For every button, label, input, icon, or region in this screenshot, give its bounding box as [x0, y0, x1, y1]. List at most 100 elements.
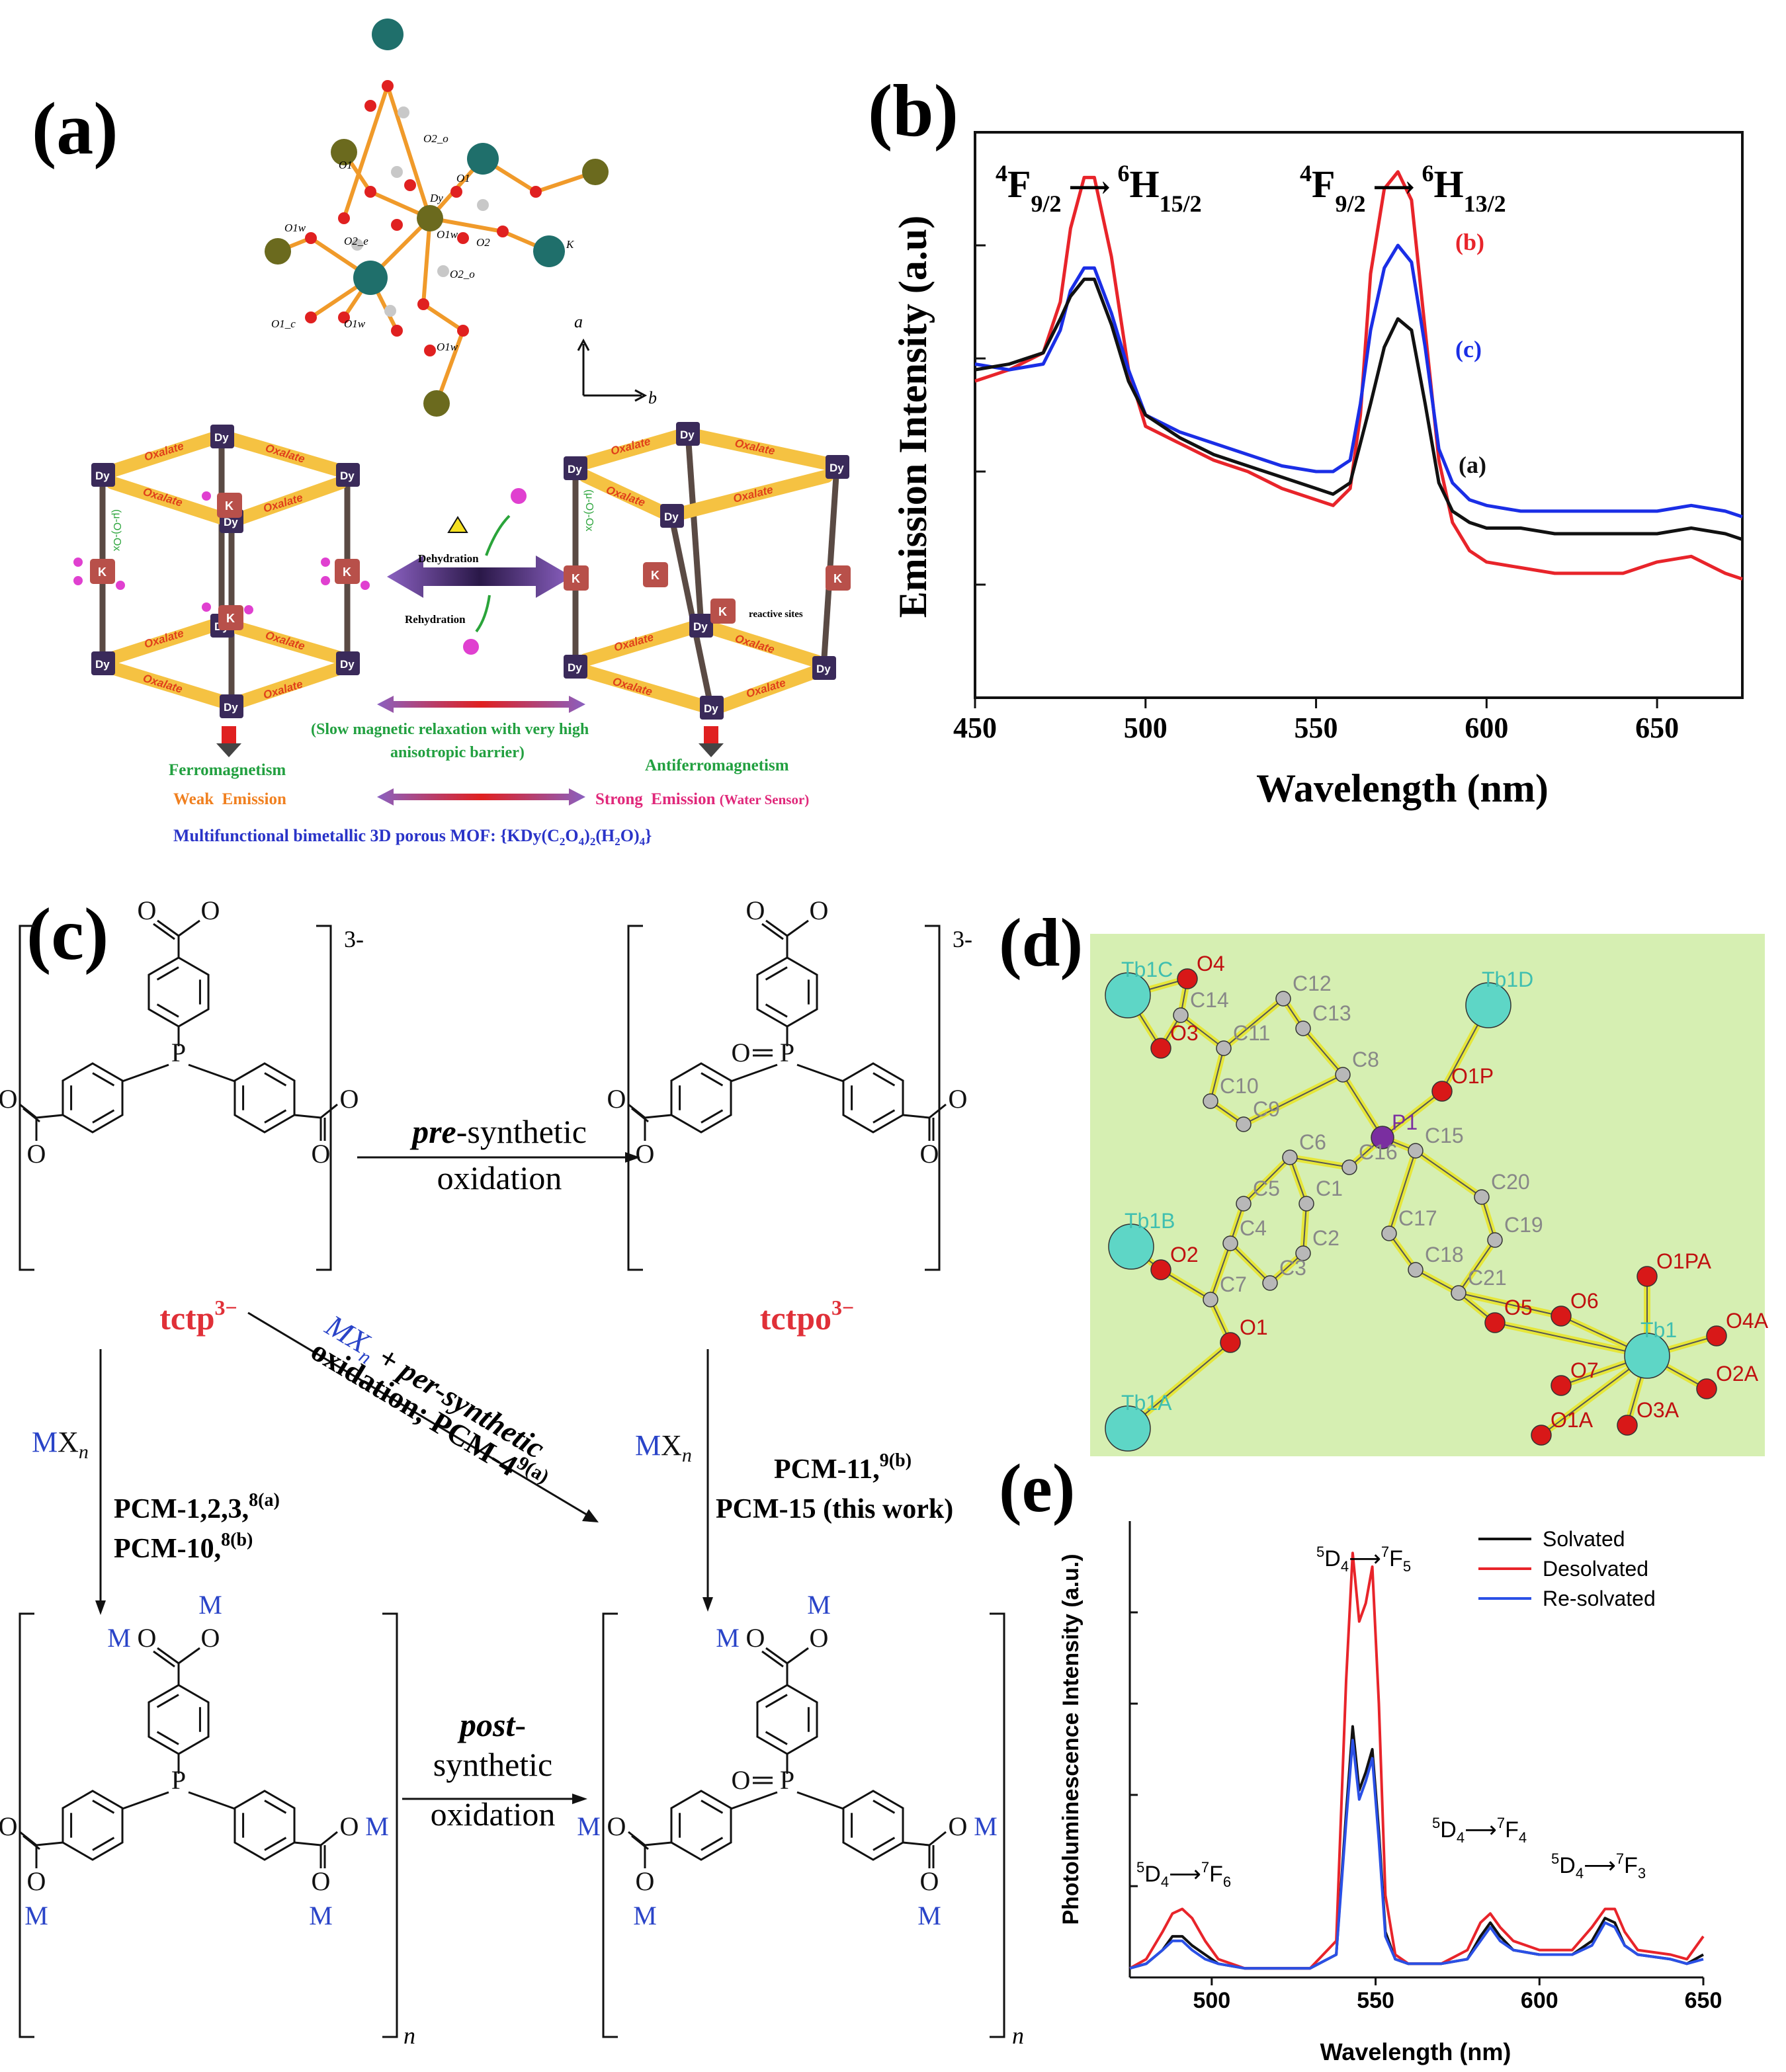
panel-e-label: (e): [999, 1450, 1075, 1526]
svg-text:Oxalate: Oxalate: [262, 491, 304, 515]
legend-e: Solvated Desolvated Re-solvated: [1478, 1527, 1656, 1610]
atom-label: P1: [1392, 1110, 1418, 1134]
atom-label: C1: [1316, 1177, 1343, 1200]
dehydration-label: Dehydration: [418, 552, 479, 565]
x-tick-label: 600: [1521, 1988, 1558, 2013]
mxn-right: MXn: [635, 1429, 692, 1466]
svg-text:O2_o: O2_o: [423, 132, 448, 145]
atom-p1: [1371, 1126, 1394, 1149]
charge-left: 3-: [344, 926, 364, 952]
atom-label: C9: [1253, 1097, 1280, 1121]
axis-a-label: a: [574, 312, 583, 331]
atom-label: C13: [1312, 1001, 1351, 1025]
reactive-sites-label: reactive sites: [749, 609, 803, 620]
mu-oxo-label-right: (μ-O)-Ox: [583, 489, 595, 531]
svg-text:Dy: Dy: [340, 470, 355, 482]
atom-label: C6: [1299, 1130, 1326, 1154]
svg-text:Dy: Dy: [568, 463, 582, 476]
atom-symbol: O: [27, 1866, 46, 1896]
atom-tb1a: [1105, 1405, 1151, 1452]
rehydration-label: Rehydration: [405, 613, 466, 626]
svg-text:O2: O2: [476, 236, 490, 249]
metal-symbol: M: [24, 1901, 48, 1930]
atom-label: O1: [1240, 1315, 1268, 1339]
bracket: [627, 925, 643, 1271]
atom-symbol: P: [780, 1038, 794, 1067]
svg-text:Oxalate: Oxalate: [264, 629, 306, 653]
atom-o4: [1177, 968, 1198, 989]
poly-n-right: n: [1012, 2022, 1024, 2049]
series-line-desolvated: [1129, 1552, 1705, 1970]
atom-symbol: O: [810, 895, 829, 925]
bracket: [19, 925, 34, 1271]
transition-d5f6: 5D4⟶7F6: [1136, 1859, 1231, 1890]
oxidation-label-bottom: oxidation: [431, 1796, 556, 1833]
atom-o5: [1484, 1312, 1506, 1333]
atom-o2a: [1696, 1378, 1717, 1399]
x-tick-label: 450: [953, 712, 997, 744]
atom-symbol: O: [949, 1084, 968, 1114]
svg-text:K: K: [226, 612, 235, 625]
svg-text:O1_c: O1_c: [271, 317, 296, 330]
atom-c4: [1222, 1235, 1238, 1251]
crystal-atoms: [265, 19, 609, 417]
svg-text:Dy: Dy: [693, 620, 708, 633]
mof-title: Multifunctional bimetallic 3D porous MOF…: [173, 826, 652, 848]
svg-text:Dy: Dy: [816, 663, 831, 675]
atom-symbol: O: [312, 1139, 331, 1169]
atom-symbol: O: [201, 1623, 220, 1653]
atom-symbol: P: [780, 1765, 794, 1795]
svg-text:O1w: O1w: [437, 228, 458, 241]
atom-c20: [1474, 1189, 1490, 1205]
slow-relaxation-line1: (Slow magnetic relaxation with very high: [311, 721, 589, 738]
atom-symbol: O: [636, 1139, 655, 1169]
x-tick-label: 650: [1685, 1988, 1722, 2013]
atom-c14: [1173, 1007, 1189, 1023]
legend-solvated: Solvated: [1543, 1527, 1625, 1551]
atom-o6: [1551, 1305, 1572, 1327]
x-axis-label-e: Wavelength (nm): [1320, 2038, 1511, 2065]
tctpo-label: tctpo3−: [760, 1296, 855, 1337]
atom-label: C7: [1220, 1272, 1247, 1296]
strong-emission-label: Strong Emission (Water Sensor): [595, 790, 809, 808]
atom-symbol: O: [340, 1084, 359, 1114]
atom-c16: [1341, 1159, 1357, 1175]
svg-text:K: K: [343, 565, 351, 579]
series-label-a: (a): [1459, 452, 1486, 478]
metal-symbol: M: [577, 1811, 601, 1841]
svg-text:O2_e: O2_e: [344, 235, 368, 247]
atom-tb1: [1624, 1333, 1670, 1379]
atom-symbol: O: [636, 1866, 655, 1896]
svg-text:O2_o: O2_o: [450, 268, 475, 280]
atom-labels: O2_o O1 O1 Dy O1w O2_e O1w O2 K O2_o O1_…: [271, 132, 575, 353]
metal-symbol: M: [974, 1811, 998, 1841]
svg-text:Dy: Dy: [568, 661, 582, 674]
dy-atom: [265, 238, 291, 265]
atom-label: O5: [1504, 1296, 1533, 1319]
metal-symbol: M: [309, 1901, 333, 1930]
panel-c-label: (c): [26, 893, 108, 975]
post-synthetic-label: post-: [457, 1706, 526, 1743]
dy-atom: [417, 205, 443, 231]
svg-text:Dy: Dy: [214, 431, 229, 444]
atom-c18: [1408, 1262, 1424, 1278]
k-atom: [353, 261, 388, 295]
tctp-label: tctp3−: [159, 1296, 237, 1337]
svg-text:K: K: [651, 569, 659, 582]
mu-oxo-label: (μ-O)-Ox: [111, 509, 122, 551]
svg-text:Dy: Dy: [664, 511, 679, 523]
pcm-right-2: PCM-15 (this work): [716, 1494, 953, 1524]
atom-c21: [1451, 1285, 1467, 1301]
series-label-b: (b): [1455, 229, 1484, 255]
dehydration-arrow: [387, 556, 572, 598]
svg-text:Dy: Dy: [680, 429, 695, 441]
x-tick-label: 500: [1193, 1988, 1230, 2013]
atom-symbol: O: [138, 1623, 157, 1653]
atom-o3a: [1617, 1415, 1638, 1436]
axis-indicator: [577, 338, 648, 402]
atom-label: O1A: [1551, 1408, 1594, 1432]
metal-symbol: M: [633, 1901, 657, 1930]
atom-label: Tb1A: [1121, 1391, 1172, 1415]
